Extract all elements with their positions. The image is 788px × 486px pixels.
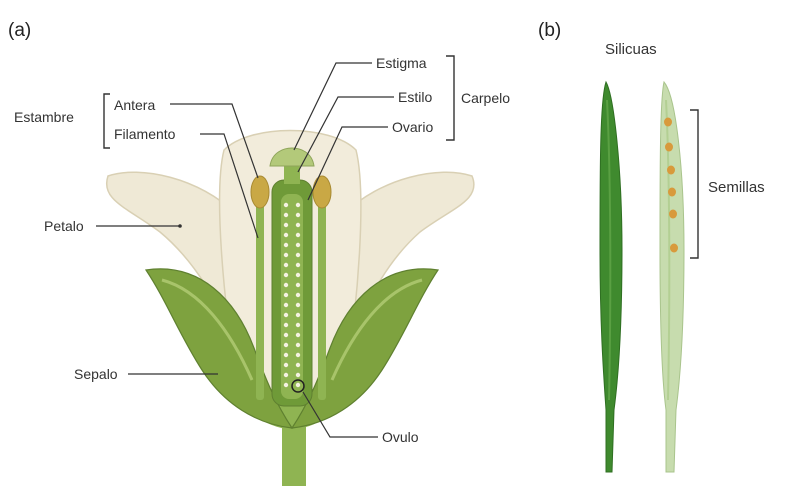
left-anther <box>251 176 269 208</box>
estilo-label: Estilo <box>398 89 432 105</box>
right-anther <box>313 176 331 208</box>
estambre-bracket <box>104 94 110 148</box>
estambre-label: Estambre <box>14 109 74 125</box>
silique-light <box>660 82 684 472</box>
semillas-label: Semillas <box>708 179 765 196</box>
panel-b-label: (b) <box>538 20 561 41</box>
petalo-label: Petalo <box>44 218 84 234</box>
estigma-label: Estigma <box>376 55 427 71</box>
ovario-label: Ovario <box>392 119 433 135</box>
carpelo-bracket <box>446 56 454 140</box>
flower-illustration <box>107 131 474 486</box>
filamento-label: Filamento <box>114 126 176 142</box>
carpelo-label: Carpelo <box>461 90 510 106</box>
semillas-bracket <box>690 110 698 258</box>
right-filament <box>318 200 326 400</box>
ovulo-label: Ovulo <box>382 429 419 445</box>
sepalo-label: Sepalo <box>74 366 118 382</box>
panel-a-label: (a) <box>8 20 31 41</box>
left-filament <box>256 200 264 400</box>
style <box>284 164 300 184</box>
silicuas-title: Silicuas <box>605 41 657 58</box>
antera-label: Antera <box>114 97 155 113</box>
